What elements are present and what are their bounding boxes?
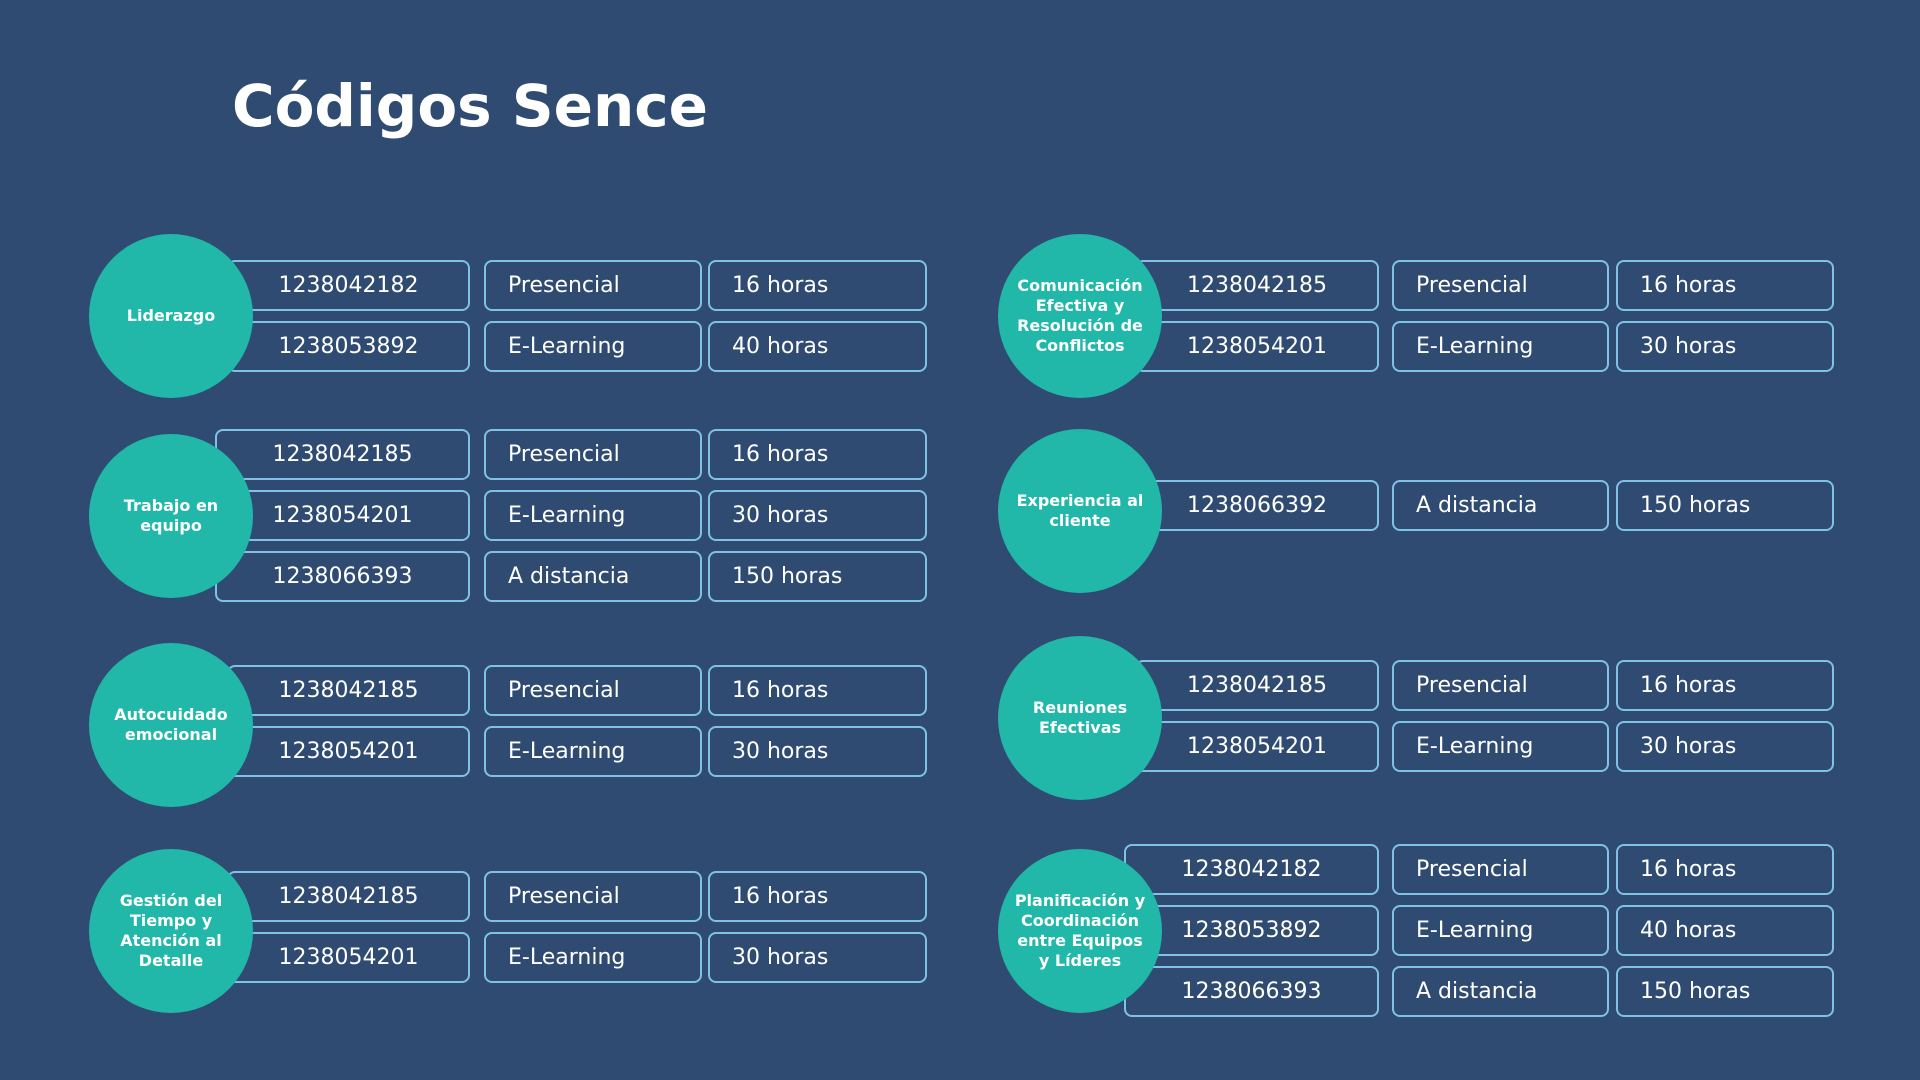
course-name-circle: Reuniones Efectivas (998, 636, 1162, 800)
course-code-cell: 1238042185 (227, 665, 470, 716)
hours-cell: 150 horas (1616, 966, 1834, 1017)
course-name-circle: Planificación y Coordinación entre Equip… (998, 849, 1162, 1013)
course-code-cell: 1238066393 (1124, 966, 1379, 1017)
hours-cell: 16 horas (708, 429, 927, 480)
hours-cell: 30 horas (1616, 721, 1834, 772)
modality-cell: E-Learning (484, 490, 702, 541)
course-name-circle: Comunicación Efectiva y Resolución de Co… (998, 234, 1162, 398)
modality-cell: Presencial (1392, 660, 1609, 711)
modality-cell: E-Learning (1392, 905, 1609, 956)
course-code-cell: 1238054201 (215, 490, 470, 541)
course-name-circle: Gestión del Tiempo y Atención al Detalle (89, 849, 253, 1013)
hours-cell: 16 horas (1616, 260, 1834, 311)
modality-cell: Presencial (484, 260, 702, 311)
course-name-circle: Experiencia al cliente (998, 429, 1162, 593)
modality-cell: E-Learning (484, 932, 702, 983)
hours-cell: 16 horas (708, 260, 927, 311)
course-code-cell: 1238053892 (227, 321, 470, 372)
modality-cell: E-Learning (1392, 321, 1609, 372)
modality-cell: A distancia (1392, 480, 1609, 531)
course-code-cell: 1238054201 (227, 726, 470, 777)
course-name-circle: Autocuidado emocional (89, 643, 253, 807)
hours-cell: 16 horas (708, 665, 927, 716)
hours-cell: 30 horas (708, 726, 927, 777)
modality-cell: A distancia (484, 551, 702, 602)
hours-cell: 30 horas (708, 490, 927, 541)
hours-cell: 150 horas (1616, 480, 1834, 531)
modality-cell: Presencial (484, 429, 702, 480)
course-code-cell: 1238042182 (1124, 844, 1379, 895)
modality-cell: E-Learning (1392, 721, 1609, 772)
modality-cell: E-Learning (484, 321, 702, 372)
hours-cell: 16 horas (708, 871, 927, 922)
course-code-cell: 1238042185 (227, 871, 470, 922)
course-code-cell: 1238066392 (1135, 480, 1379, 531)
course-code-cell: 1238066393 (215, 551, 470, 602)
hours-cell: 16 horas (1616, 844, 1834, 895)
course-code-cell: 1238042185 (1135, 660, 1379, 711)
modality-cell: E-Learning (484, 726, 702, 777)
hours-cell: 40 horas (1616, 905, 1834, 956)
course-code-cell: 1238042185 (1135, 260, 1379, 311)
page-title: Códigos Sence (232, 72, 709, 140)
hours-cell: 40 horas (708, 321, 927, 372)
course-code-cell: 1238042185 (215, 429, 470, 480)
hours-cell: 30 horas (1616, 321, 1834, 372)
course-name-circle: Liderazgo (89, 234, 253, 398)
hours-cell: 16 horas (1616, 660, 1834, 711)
hours-cell: 30 horas (708, 932, 927, 983)
course-code-cell: 1238042182 (227, 260, 470, 311)
modality-cell: Presencial (484, 665, 702, 716)
course-code-cell: 1238054201 (1135, 721, 1379, 772)
course-name-circle: Trabajo en equipo (89, 434, 253, 598)
modality-cell: Presencial (1392, 260, 1609, 311)
course-code-cell: 1238053892 (1124, 905, 1379, 956)
course-code-cell: 1238054201 (227, 932, 470, 983)
hours-cell: 150 horas (708, 551, 927, 602)
modality-cell: Presencial (1392, 844, 1609, 895)
modality-cell: Presencial (484, 871, 702, 922)
course-code-cell: 1238054201 (1135, 321, 1379, 372)
modality-cell: A distancia (1392, 966, 1609, 1017)
